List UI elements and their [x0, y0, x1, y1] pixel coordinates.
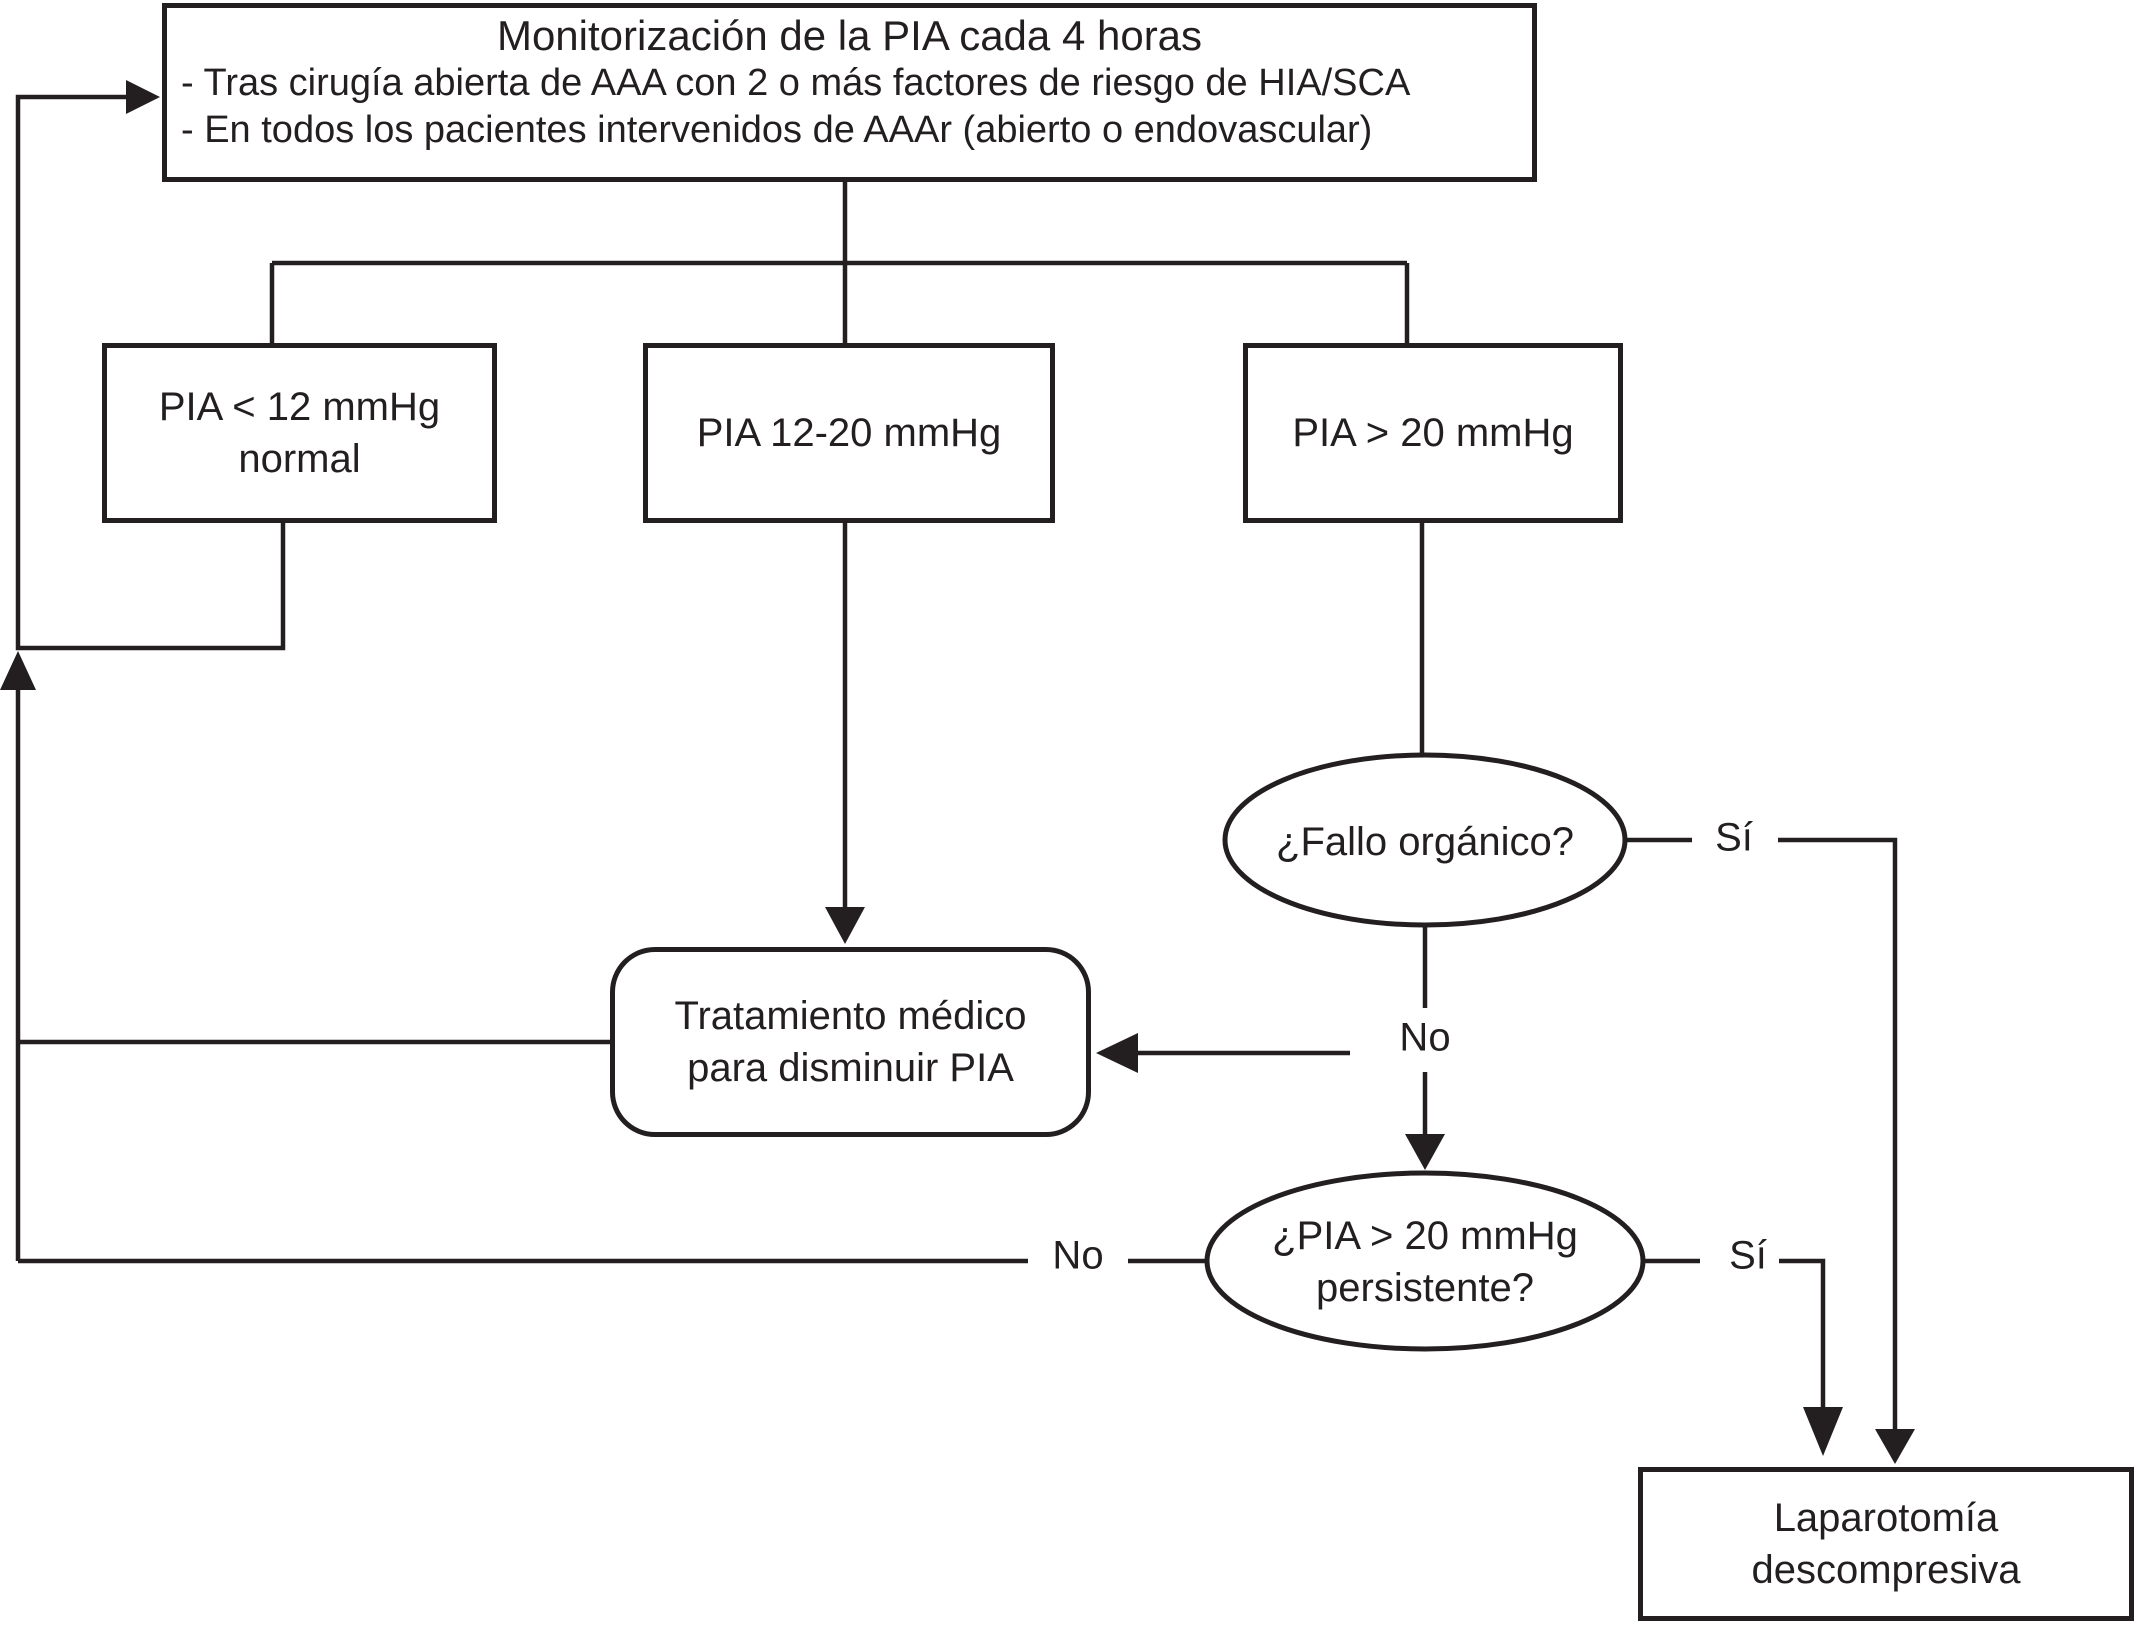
- node-monitoring: Monitorización de la PIA cada 4 horas - …: [162, 3, 1537, 182]
- arrowhead-yes2-down: [1803, 1407, 1843, 1456]
- pia-gt-20-label: PIA > 20 mmHg: [1292, 411, 1574, 455]
- laparotomy-label: Laparotomía descompresiva: [1751, 1496, 2021, 1592]
- edge-label-yes-persistent: Sí: [1729, 1233, 1767, 1278]
- node-laparotomy: Laparotomía descompresiva: [1638, 1467, 2134, 1621]
- edge-organ-failure-yes: [1625, 837, 1898, 1429]
- arrowhead-rail-up: [0, 651, 36, 690]
- monitoring-title: Monitorización de la PIA cada 4 horas: [496, 12, 1203, 59]
- edge-label-no-organ-failure: No: [1399, 1015, 1451, 1060]
- organ-failure-label: ¿Fallo orgánico?: [1276, 820, 1574, 864]
- pia-12-20-label: PIA 12-20 mmHg: [696, 411, 1002, 455]
- node-treatment: Tratamiento médico para disminuir PIA: [610, 947, 1091, 1137]
- node-pia-12-20: PIA 12-20 mmHg: [643, 343, 1055, 523]
- node-pia-normal: PIA < 12 mmHg normal: [102, 343, 497, 523]
- arrowhead-no1-into-persistent: [1405, 1134, 1445, 1170]
- edge-label-no-persistent: No: [1052, 1233, 1104, 1278]
- persistent-label: ¿PIA > 20 mmHg persistente?: [1272, 1214, 1578, 1310]
- arrowhead-into-treatment-top: [825, 907, 865, 944]
- node-pia-gt-20: PIA > 20 mmHg: [1243, 343, 1623, 523]
- monitoring-bullet-1: - Tras cirugía abierta de AAA con 2 o má…: [181, 62, 1411, 105]
- edge-label-yes-organ-failure: Sí: [1715, 815, 1753, 860]
- arrowhead-into-monitor: [126, 80, 160, 114]
- arrowhead-into-treatment-right: [1096, 1033, 1138, 1073]
- edge-normal-loop-to-monitor: [15, 94, 286, 651]
- pia-normal-label: PIA < 12 mmHg normal: [158, 385, 441, 481]
- edge-persistent-yes: [1643, 1258, 1826, 1407]
- monitoring-bullet-2: - En todos los pacientes intervenidos de…: [181, 108, 1373, 151]
- arrowhead-yes1-into-laparotomy: [1875, 1429, 1915, 1464]
- treatment-label: Tratamiento médico para disminuir PIA: [674, 994, 1027, 1090]
